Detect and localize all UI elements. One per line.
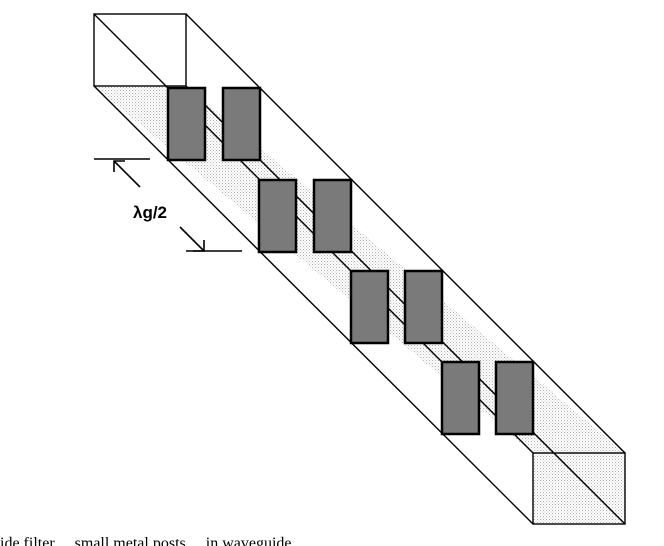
dimension-arrow-bottom — [179, 226, 205, 252]
figure-caption-text: ide filter ... small metal posts ... in … — [0, 535, 308, 546]
post-pair-1-right — [221, 86, 262, 162]
dimension-arrow-top — [113, 160, 141, 188]
waveguide-end-face — [533, 453, 625, 524]
post-pair-4-left — [440, 360, 481, 436]
waveguide-edge-top-right — [185, 13, 626, 454]
post-pair-2-left — [257, 178, 298, 254]
figure-caption: ide filter ... small metal posts ... in … — [0, 524, 664, 546]
waveguide-entry-face — [93, 13, 187, 87]
post-pair-3-right — [403, 269, 444, 345]
dimension-marker: λg/2 — [94, 158, 242, 252]
post-pair-1-left — [166, 86, 207, 162]
waveguide-edge-bottom-left — [93, 85, 534, 525]
waveguide-floor — [94, 86, 625, 453]
resonator-posts — [166, 86, 535, 436]
waveguide-exit-face — [532, 452, 626, 525]
dimension-label: λg/2 — [133, 203, 167, 222]
dimension-arrowhead-bottom — [193, 240, 205, 252]
post-pair-2-right — [312, 178, 353, 254]
post-pair-3-left — [349, 269, 390, 345]
dimension-arrowhead-top — [113, 160, 125, 172]
post-pair-4-right — [494, 360, 535, 436]
